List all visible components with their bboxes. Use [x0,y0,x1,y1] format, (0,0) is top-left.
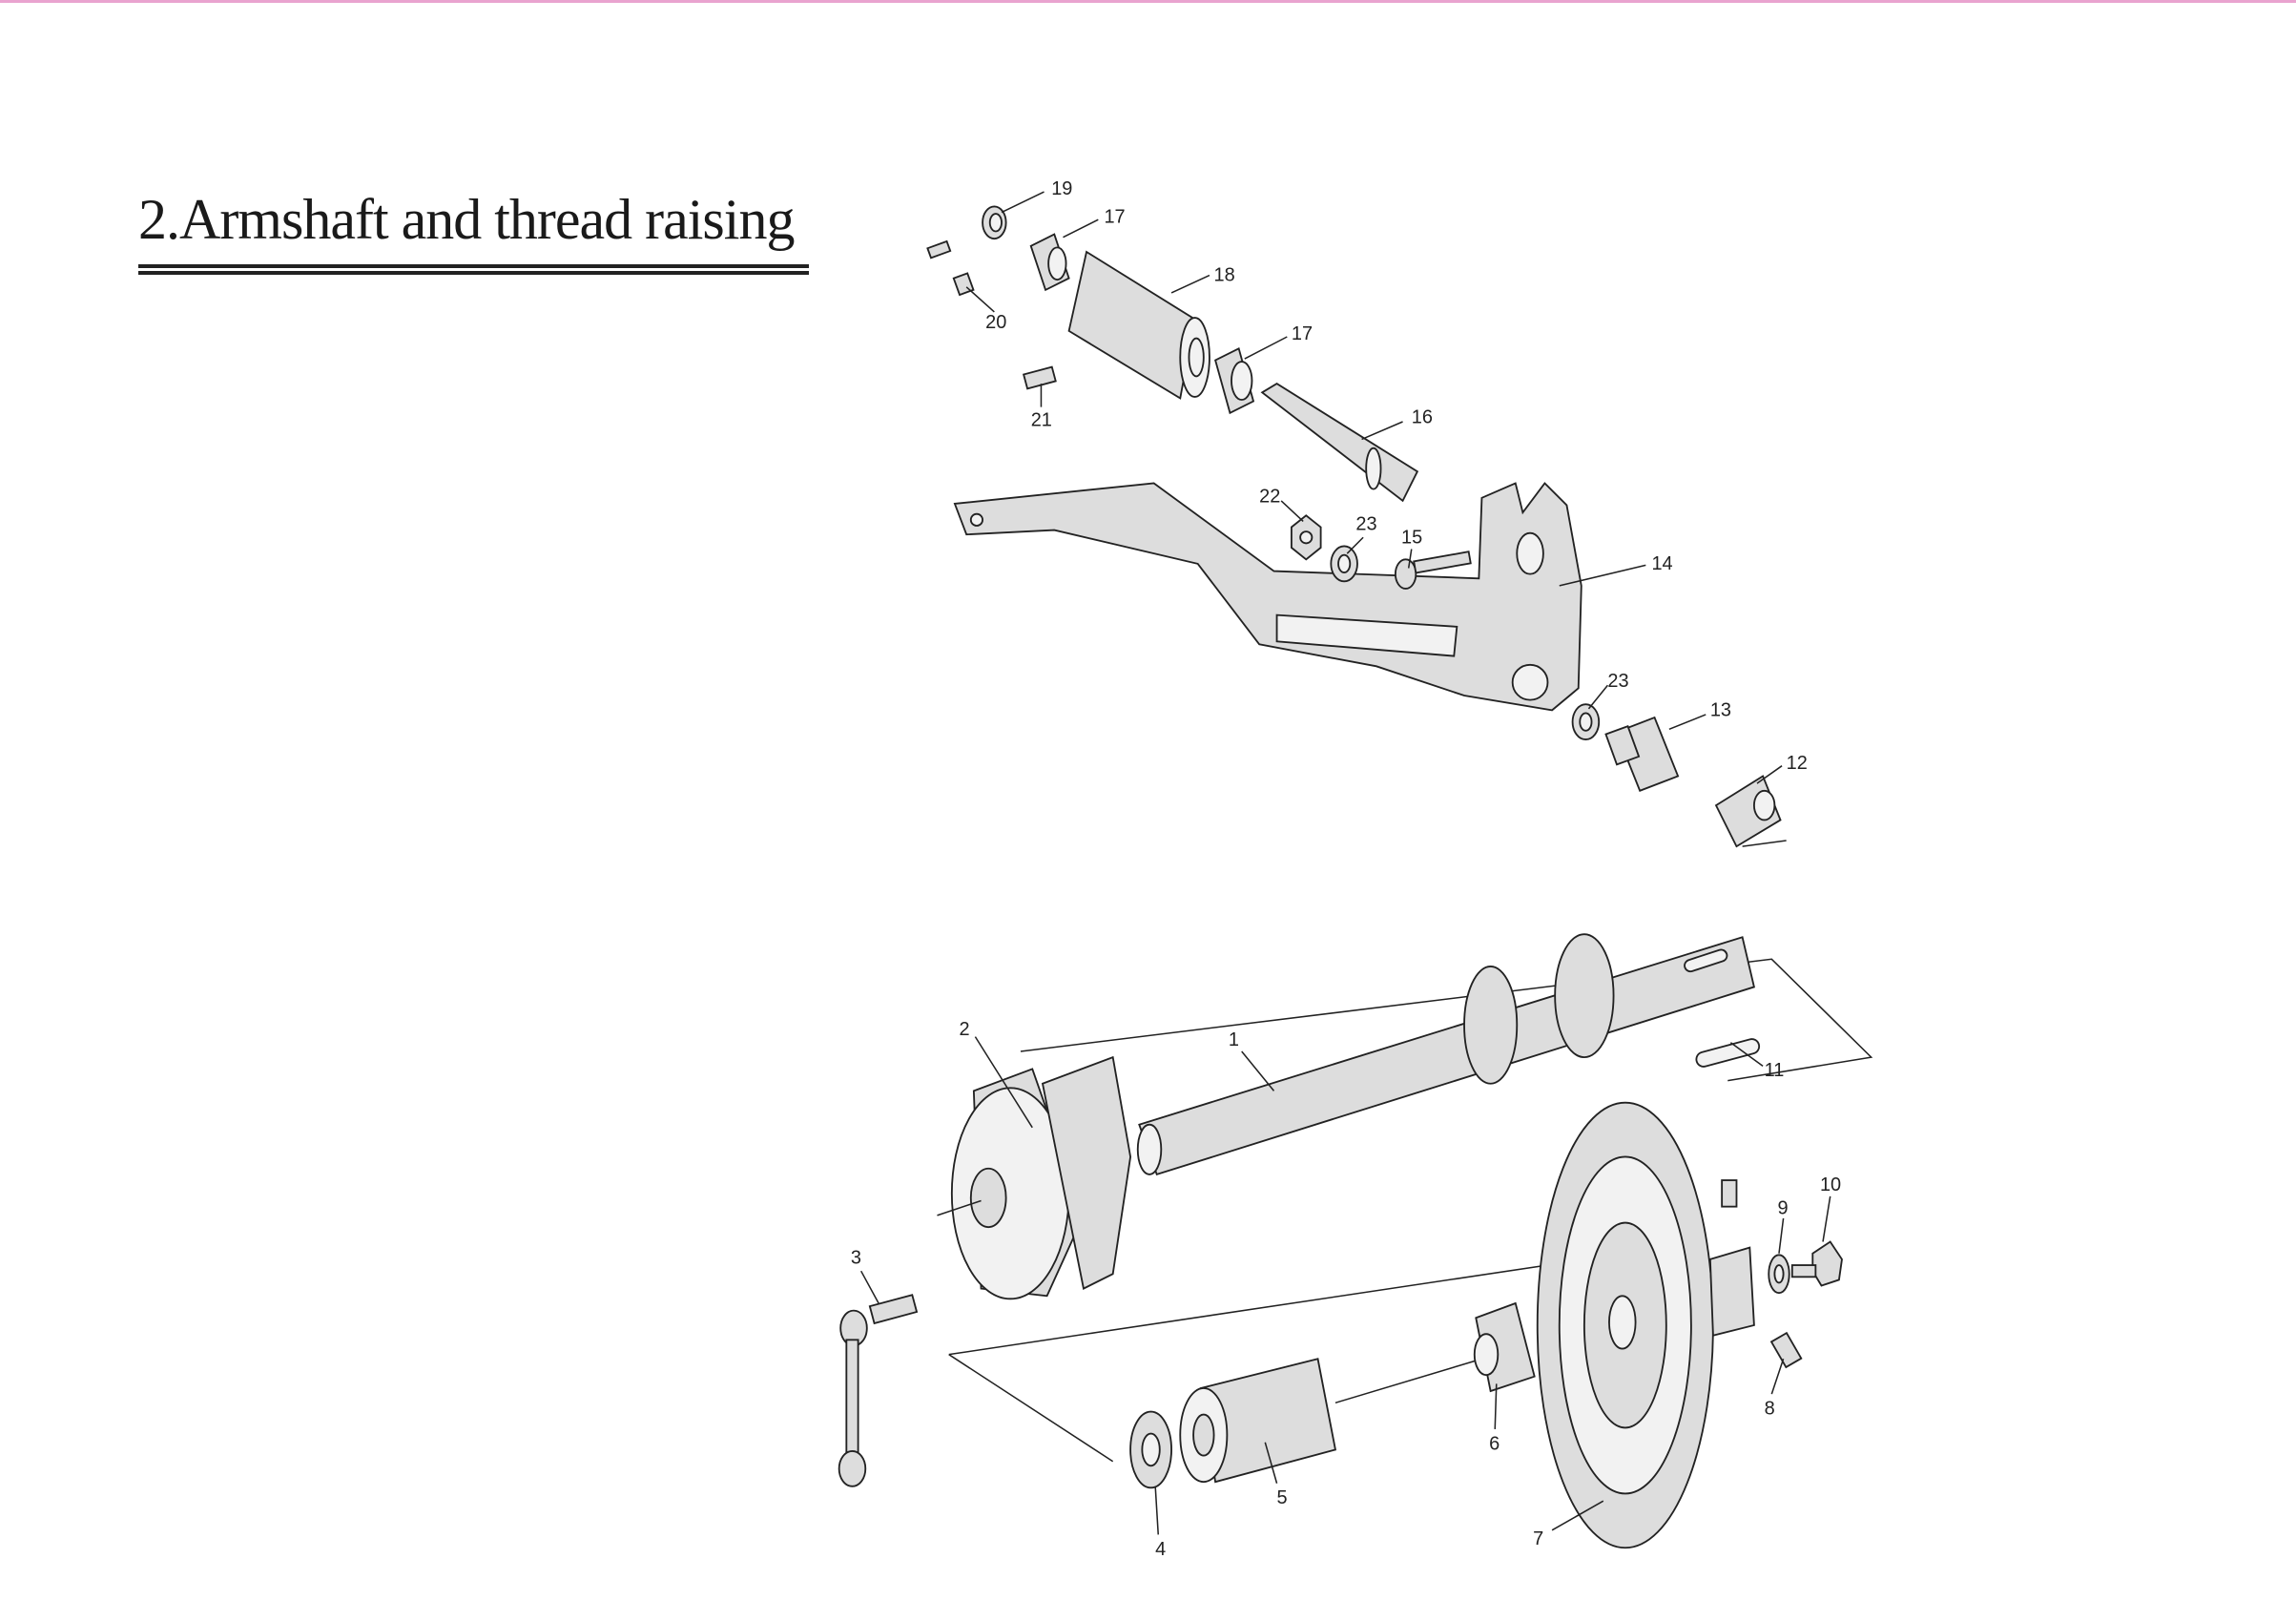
top-border [0,0,2296,3]
part-10-bolt [1790,1240,1843,1287]
label-8: 8 [1765,1399,1775,1420]
part-22-nut [1290,514,1322,561]
label-9: 9 [1777,1197,1788,1218]
title-underline [138,264,809,268]
label-1: 1 [1229,1029,1239,1050]
label-12: 12 [1787,753,1808,774]
label-21: 21 [1031,410,1052,431]
label-3: 3 [851,1248,861,1269]
section-title: 2.Armshaft and thread raising [138,188,795,251]
part-20-screws [926,239,975,297]
label-5: 5 [1277,1487,1288,1508]
part-2-cam [950,1055,1132,1300]
part-11-key [1695,1038,1761,1068]
part-7-pulley [1536,1101,1755,1549]
label-23-lower: 23 [1607,671,1628,692]
part-13-stud [1604,716,1680,792]
part-23-washer-upper [1330,545,1358,583]
label-6: 6 [1489,1433,1500,1454]
label-7: 7 [1533,1528,1543,1549]
label-13: 13 [1710,700,1731,721]
label-15: 15 [1401,527,1422,548]
label-23-upper: 23 [1355,514,1376,535]
part-17-bearing-bottom [1214,346,1255,415]
part-1-armshaft [1136,933,1755,1176]
label-4: 4 [1155,1539,1166,1560]
part-labels: 19 17 18 20 17 21 16 22 23 15 14 23 13 1… [851,178,1841,1560]
label-16: 16 [1412,407,1433,428]
leader-lines [860,191,1831,1535]
label-11: 11 [1765,1060,1785,1081]
part-8-screw [1769,1331,1803,1369]
part-4-washer [1129,1410,1172,1489]
part-21-screw [1022,365,1057,390]
title-underline-second [138,271,809,275]
label-2: 2 [960,1019,970,1040]
part-5-bushing [1179,1358,1337,1484]
label-19: 19 [1051,178,1072,199]
label-22: 22 [1259,486,1280,507]
part-12-nut [1714,775,1782,848]
label-20: 20 [985,312,1006,333]
part-16-pin [1260,383,1419,503]
label-18: 18 [1214,265,1235,286]
part-23-washer-lower [1571,703,1601,740]
part-9-washer [1768,1254,1790,1295]
part-19-washer [982,205,1007,240]
part-14-lever [953,482,1582,712]
part-15-screw [1394,551,1472,590]
label-17-bottom: 17 [1292,323,1313,344]
part-3-connecting-rod [838,1294,919,1487]
label-14: 14 [1651,553,1672,574]
part-6-collar [1473,1301,1536,1393]
label-10: 10 [1820,1174,1841,1195]
set-screw [1721,1179,1738,1208]
label-17-top: 17 [1104,206,1125,227]
part-18-bushing [1067,250,1210,400]
part-17-bearing-top [1029,233,1070,292]
